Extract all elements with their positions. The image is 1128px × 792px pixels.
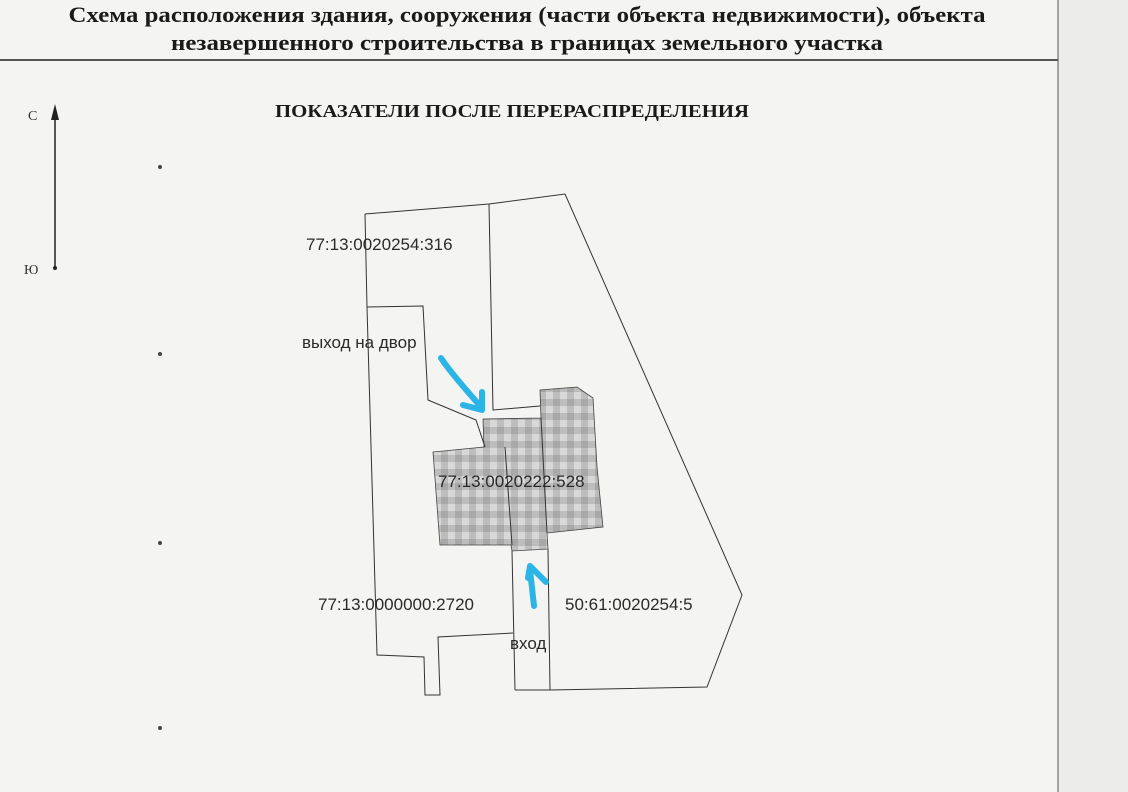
parcel-label-top: 77:13:0020254:316 <box>306 235 453 254</box>
parcel-label-building: 77:13:0020222:528 <box>438 472 585 491</box>
entrance-arrow-icon <box>525 563 549 609</box>
section-subtitle: ПОКАЗАТЕЛИ ПОСЛЕ ПЕРЕРАСПРЕДЕЛЕНИЯ <box>275 101 749 121</box>
compass-north-label: С <box>28 109 37 124</box>
document-title-line2: незавершенного строительства в границах … <box>171 30 883 55</box>
building-internal-line <box>540 417 548 534</box>
north-arrowhead-icon <box>51 104 59 120</box>
building-internal-line <box>504 446 513 546</box>
compass-south-label: Ю <box>24 263 38 278</box>
north-arrow: С Ю <box>24 104 59 278</box>
entrance-label: вход <box>510 634 546 653</box>
document-title-line1: Схема расположения здания, сооружения (ч… <box>69 2 986 27</box>
yard-exit-arrow-icon <box>438 355 485 413</box>
parcel-boundaries <box>364 193 743 696</box>
parcel-label-right: 50:61:0020254:5 <box>565 595 693 614</box>
right-margin <box>1058 0 1128 792</box>
parcel-label-left: 77:13:0000000:2720 <box>318 595 474 614</box>
margin-dots <box>158 165 162 730</box>
yard-exit-label: выход на двор <box>302 333 417 352</box>
building-footprint <box>432 386 604 552</box>
